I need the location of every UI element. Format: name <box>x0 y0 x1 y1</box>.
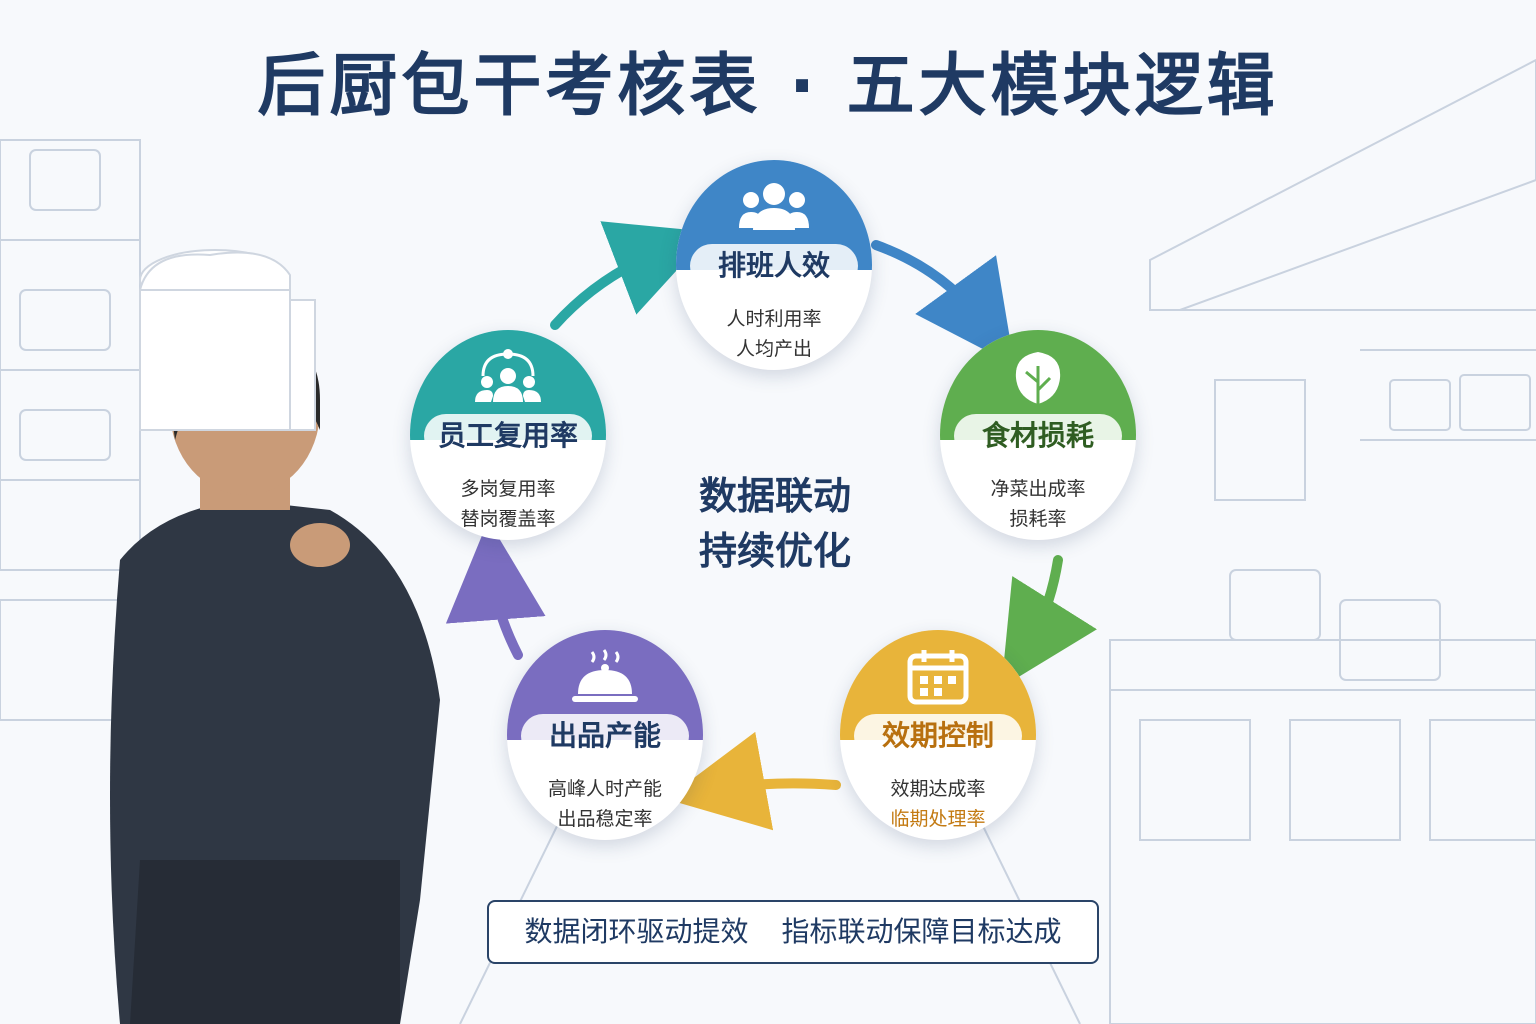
arrow-expiry-to-output <box>715 783 836 790</box>
module-name: 员工复用率 <box>424 414 592 458</box>
banner-right-text: 指标联动保障目标达成 <box>781 915 1061 948</box>
center-label-line2: 持续优化 <box>640 520 910 575</box>
summary-banner: 数据闭环驱动提效 指标联动保障目标达成 <box>487 900 1099 964</box>
module-staff-reuse: 员工复用率 多岗复用率 替岗覆盖率 <box>410 330 606 540</box>
module-metric: 净菜出成率 <box>940 474 1136 501</box>
module-output-capacity: 出品产能 高峰人时产能 出品稳定率 <box>507 630 703 840</box>
module-metric: 损耗率 <box>940 504 1136 531</box>
module-metric: 人时利用率 <box>676 304 872 331</box>
people-icon <box>676 178 872 238</box>
module-name: 排班人效 <box>690 244 858 288</box>
module-metric: 替岗覆盖率 <box>410 504 606 531</box>
module-schedule-efficiency: 排班人效 人时利用率 人均产出 <box>676 160 872 370</box>
module-expiry-control: 效期控制 效期达成率 临期处理率 <box>840 630 1036 840</box>
banner-left-text: 数据闭环驱动提效 <box>525 915 749 948</box>
team-network-icon <box>410 348 606 410</box>
cloche-icon <box>507 648 703 710</box>
module-metric: 出品稳定率 <box>507 804 703 831</box>
center-label-line1: 数据联动 <box>640 465 910 520</box>
module-metric: 多岗复用率 <box>410 474 606 501</box>
vegetable-icon <box>940 348 1136 410</box>
calendar-icon <box>840 648 1036 710</box>
module-metric: 临期处理率 <box>840 804 1036 831</box>
module-metric: 高峰人时产能 <box>507 774 703 801</box>
module-metric: 人均产出 <box>676 334 872 361</box>
module-name: 出品产能 <box>521 714 689 758</box>
arrow-reuse-to-schedule <box>555 250 665 325</box>
module-name: 效期控制 <box>854 714 1022 758</box>
module-metric: 效期达成率 <box>840 774 1036 801</box>
module-ingredient-waste: 食材损耗 净菜出成率 损耗率 <box>940 330 1136 540</box>
module-name: 食材损耗 <box>954 414 1122 458</box>
arrow-schedule-to-waste <box>876 245 985 325</box>
page-title: 后厨包干考核表 · 五大模块逻辑 <box>0 30 1536 129</box>
